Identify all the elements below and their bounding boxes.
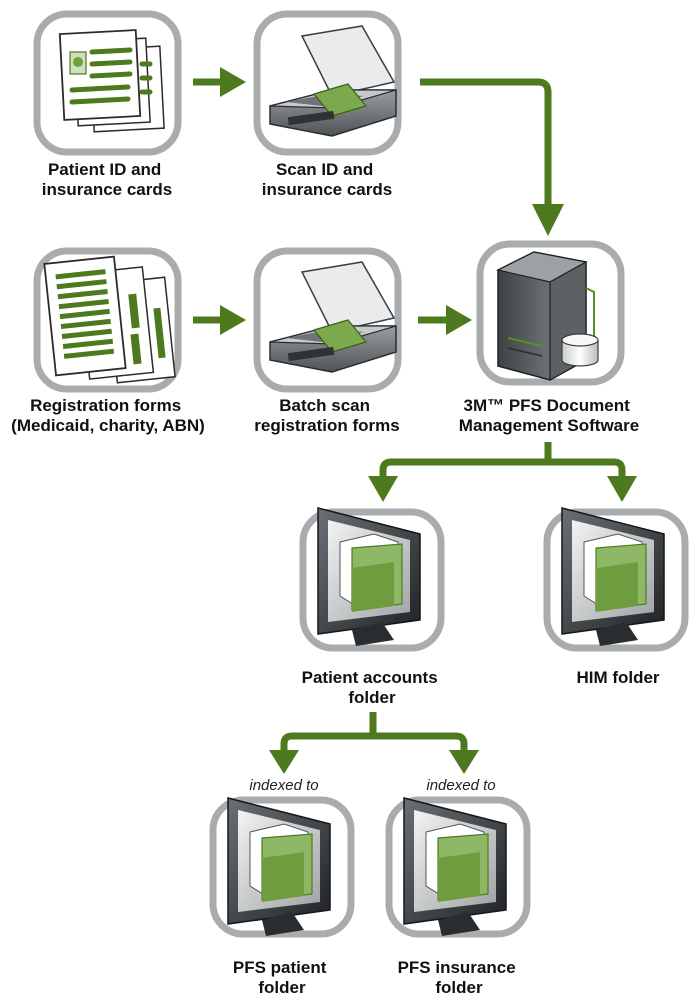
patient-id-label-line2: insurance cards — [42, 180, 172, 199]
node-labels: Patient ID and insurance cards Scan ID a… — [11, 160, 660, 997]
monitor-folder-icon — [403, 797, 507, 936]
pfs-insurance-label: PFS insurance folder — [398, 958, 521, 997]
pfs-software-label-line2: Management Software — [459, 416, 639, 435]
registration-forms-label-line2: (Medicaid, charity, ABN) — [11, 416, 205, 435]
pfs-patient-label: PFS patient folder — [233, 958, 331, 997]
him-folder-label: HIM folder — [576, 668, 659, 687]
batch-scan-label-line2: registration forms — [254, 416, 399, 435]
scanner-icon — [269, 261, 397, 373]
batch-scan-label-line1: Batch scan — [279, 396, 370, 415]
registration-forms-label-line1: Registration forms — [30, 396, 181, 415]
pfs-insurance-label-line1: PFS insurance — [398, 958, 516, 977]
arrow-software-split — [368, 442, 637, 502]
him-folder-label-line1: HIM folder — [576, 668, 659, 687]
indexed-to-note-right: indexed to — [426, 777, 495, 794]
indexed-to-note-left: indexed to — [249, 777, 318, 794]
scan-id-label-line2: insurance cards — [262, 180, 392, 199]
patient-id-label: Patient ID and insurance cards — [42, 160, 172, 199]
registration-forms-label: Registration forms (Medicaid, charity, A… — [11, 396, 205, 435]
patient-accounts-label-line1: Patient accounts — [302, 668, 438, 687]
arrow-batch-scan-to-software — [418, 305, 472, 335]
patient-accounts-label-line2: folder — [348, 688, 396, 707]
patient-id-label-line1: Patient ID and — [48, 160, 161, 179]
monitor-folder-icon — [317, 507, 421, 646]
flow-arrows — [193, 67, 637, 774]
pfs-software-label-line1: 3M™ PFS Document — [464, 396, 631, 415]
monitor-folder-icon — [561, 507, 665, 646]
monitor-folder-icon — [227, 797, 331, 936]
pfs-patient-label-line2: folder — [258, 978, 306, 997]
arrow-patient-id-to-scan — [193, 67, 246, 97]
icon-frames — [33, 10, 689, 938]
scanner-icon — [269, 25, 397, 137]
pfs-patient-label-line1: PFS patient — [233, 958, 327, 977]
arrow-forms-to-batch-scan — [193, 305, 246, 335]
server-icon — [496, 251, 599, 382]
pfs-software-label: 3M™ PFS Document Management Software — [459, 396, 639, 435]
forms-icon — [43, 255, 176, 384]
pfs-insurance-label-line2: folder — [435, 978, 483, 997]
scan-id-label: Scan ID and insurance cards — [262, 160, 392, 199]
arrow-accounts-split — [269, 712, 479, 774]
patient-accounts-label: Patient accounts folder — [302, 668, 443, 707]
id-cards-icon — [58, 29, 165, 133]
arrow-scan-to-software — [420, 78, 564, 236]
batch-scan-label: Batch scan registration forms — [254, 396, 399, 435]
scan-id-label-line1: Scan ID and — [276, 160, 373, 179]
